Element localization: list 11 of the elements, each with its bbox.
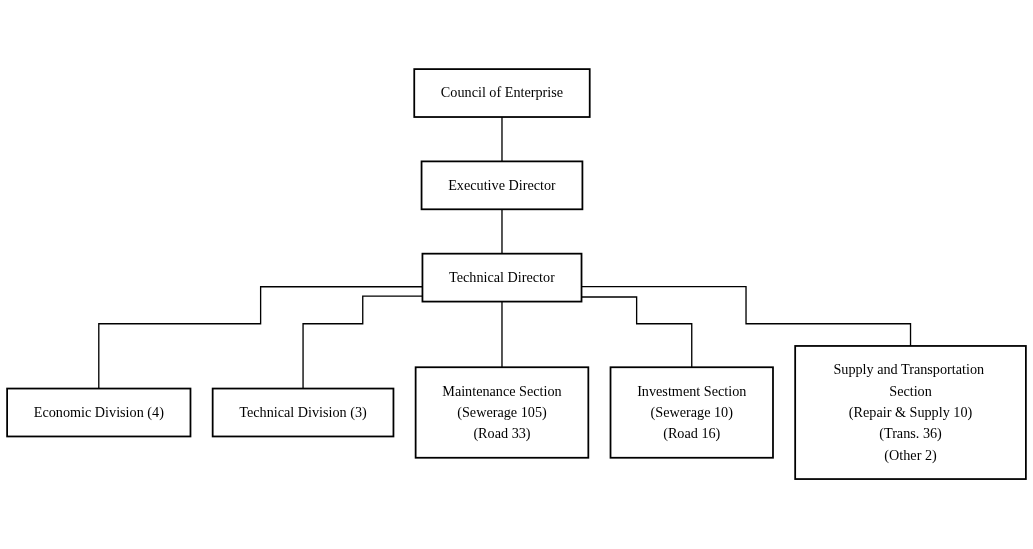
node-box: Technical Division (3) (211, 388, 395, 438)
node-box: Investment Section (Sewerage 10) (Road 16) (609, 366, 774, 460)
node-box: Council of Enterprise (413, 68, 591, 119)
connector (501, 209, 503, 255)
connector (501, 301, 503, 369)
node-box: Executive Director (420, 160, 584, 211)
connector (501, 116, 503, 163)
node-box: Technical Director (421, 253, 583, 303)
node-box: Supply and Transportation Section (Repair & Supply 10) (Trans. 36) (Other 2) (794, 345, 1027, 481)
node-box: Economic Division (4) (6, 388, 192, 438)
node-box: Maintenance Section (Sewerage 105) (Road 33) (414, 366, 590, 460)
